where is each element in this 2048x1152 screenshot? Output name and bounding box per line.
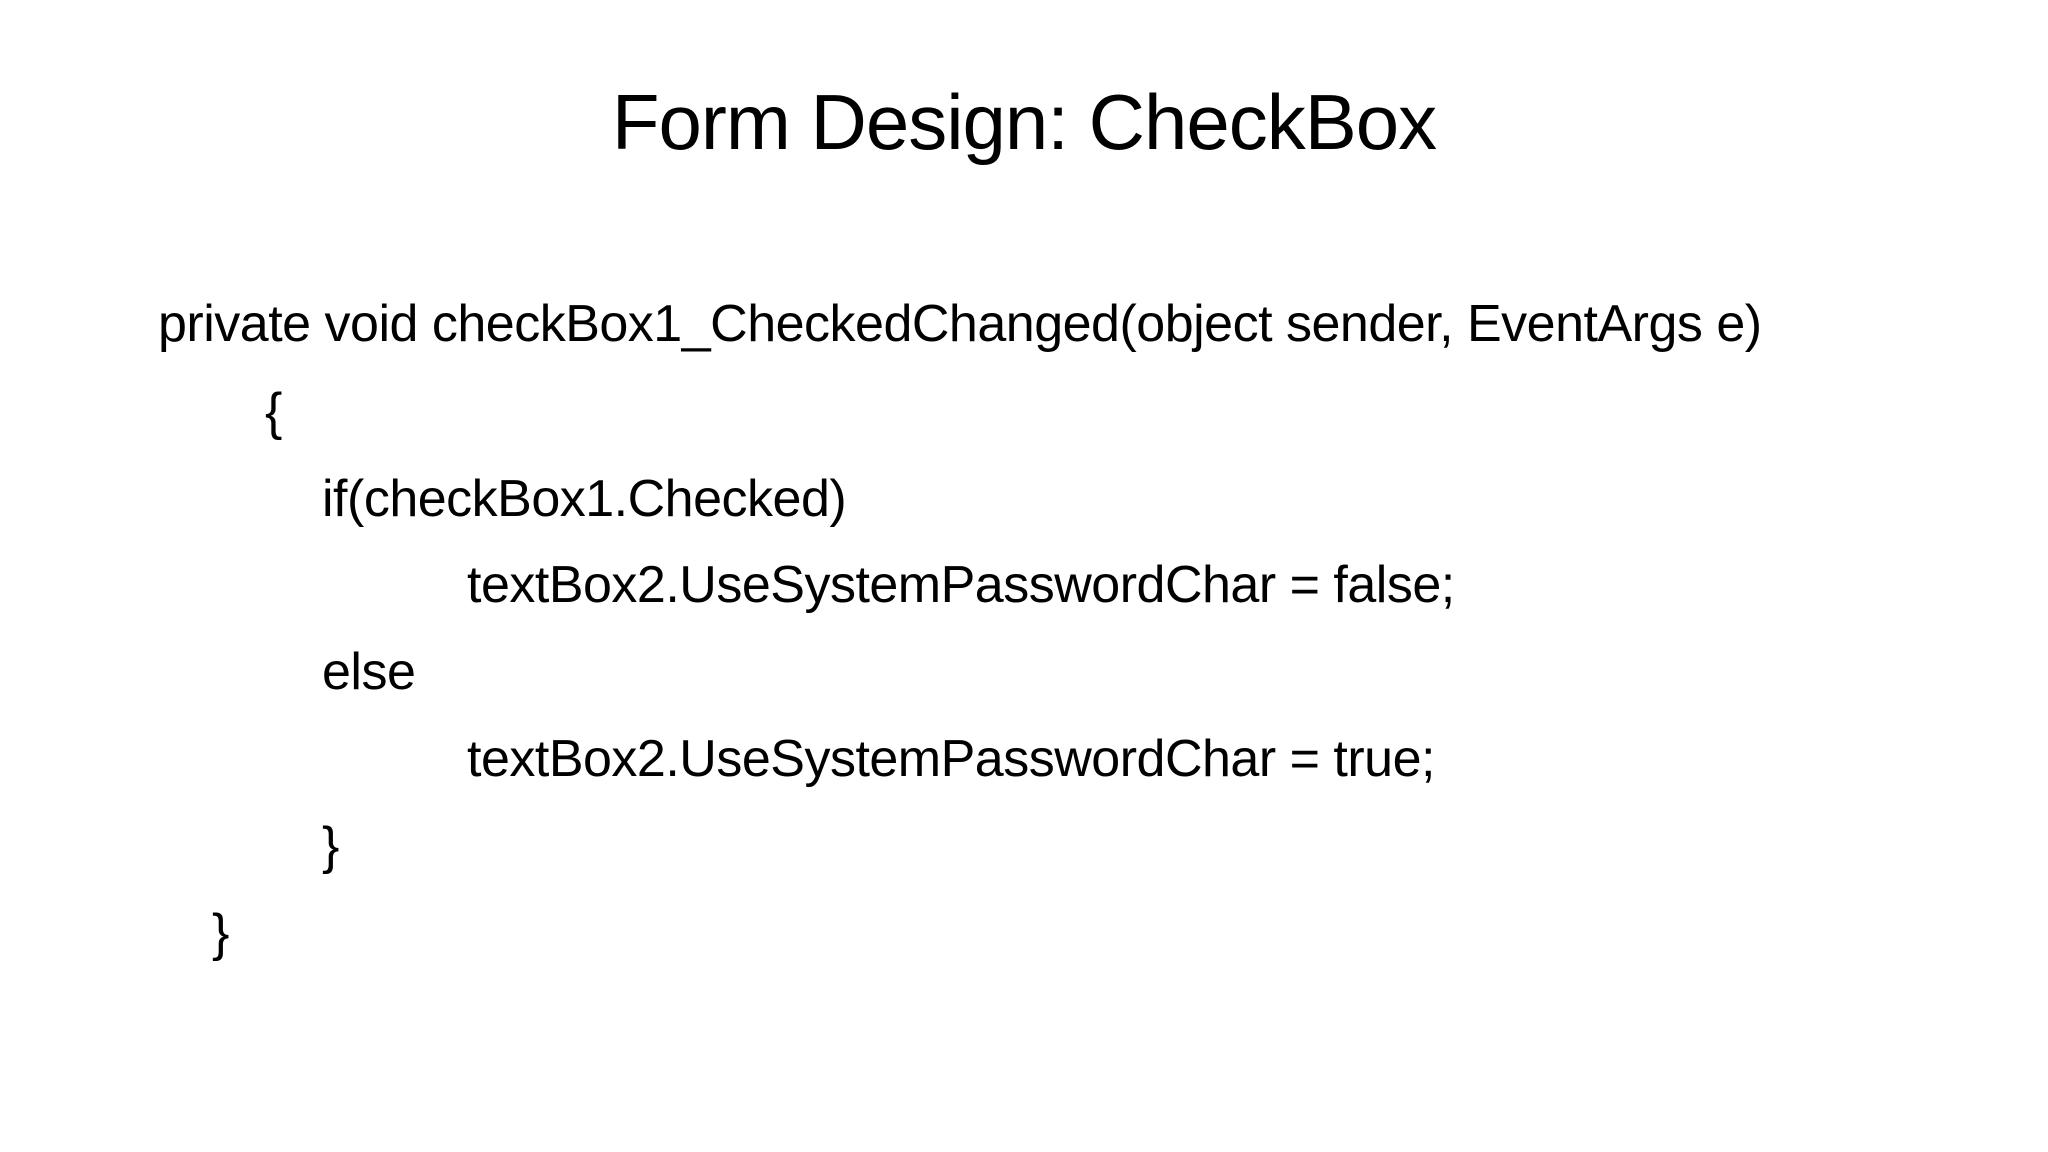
code-line-inner-close-brace: } [322, 817, 339, 875]
code-line-set-true: textBox2.UseSystemPasswordChar = true; [467, 730, 1435, 788]
code-line-set-false: textBox2.UseSystemPasswordChar = false; [467, 556, 1455, 614]
code-line-method-signature: private void checkBox1_CheckedChanged(ob… [158, 295, 1762, 353]
code-line-open-brace: { [265, 383, 282, 441]
code-line-else: else [322, 643, 416, 701]
code-line-if-condition: if(checkBox1.Checked) [322, 470, 847, 528]
code-line-outer-close-brace: } [212, 904, 229, 962]
slide-title: Form Design: CheckBox [611, 78, 1437, 166]
